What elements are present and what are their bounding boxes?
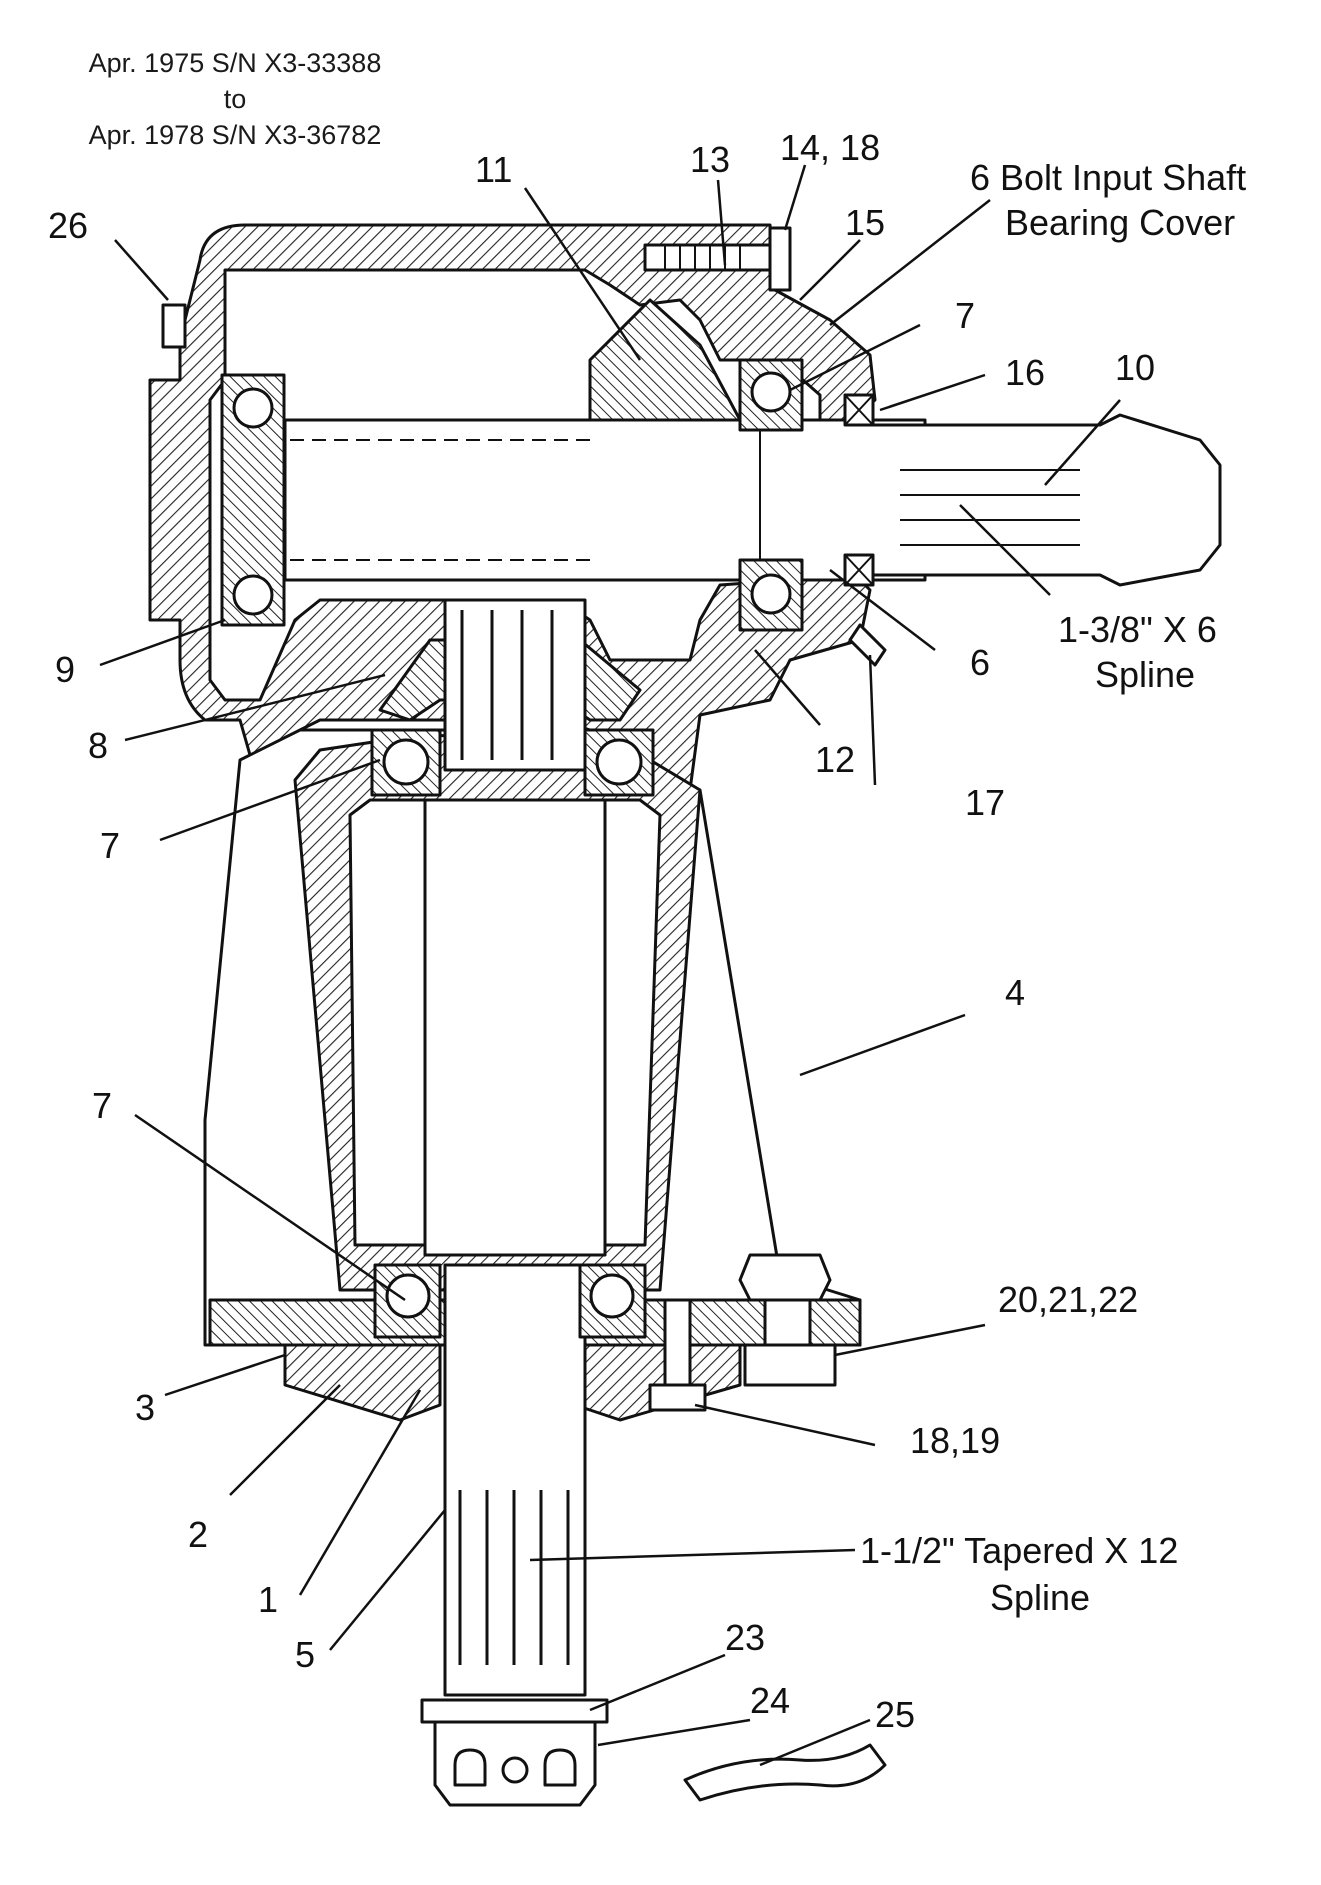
cover-bolt [643, 226, 792, 292]
callout-4: 4 [1005, 972, 1026, 1013]
output-spline-upper [460, 610, 554, 760]
callout-15: 15 [845, 202, 886, 243]
flange-bolt-head [743, 1343, 837, 1387]
callout-25: 25 [875, 1694, 916, 1735]
hex-plug [648, 1383, 707, 1412]
output-shaft-center [423, 798, 607, 1257]
breather-plug [161, 303, 187, 349]
callout-2: 2 [188, 1514, 209, 1555]
serial-range-to: to [223, 84, 247, 114]
callout-9: 9 [55, 649, 76, 690]
callout-17: 17 [965, 782, 1006, 823]
callout-11: 11 [475, 149, 513, 190]
note-bearing-cover-line2: Bearing Cover [1005, 202, 1236, 243]
flange-bolt-body [763, 1298, 812, 1347]
callout-12: 12 [815, 739, 856, 780]
callout-26: 26 [48, 205, 89, 246]
callout-7-top: 7 [955, 295, 976, 336]
note-output-spline-line1: 1-1/2" Tapered X 12 [860, 1530, 1179, 1571]
bearing-output-lower [373, 1263, 647, 1339]
input-seal-upper-x [844, 394, 874, 426]
note-bearing-cover-line1: 6 Bolt Input Shaft [970, 157, 1247, 198]
callout-5: 5 [295, 1634, 316, 1675]
cover-bolt-thread [664, 245, 741, 270]
serial-range-end: Apr. 1978 S/N X3-36782 [88, 120, 382, 150]
set-screw [663, 1298, 692, 1387]
output-spline-lower [458, 1490, 570, 1665]
flange-nut [738, 1253, 832, 1302]
callout-7-mid: 7 [100, 825, 121, 866]
serial-range-start: Apr. 1975 S/N X3-33388 [88, 48, 382, 78]
note-input-spline-line2: Spline [1095, 654, 1196, 695]
input-seal-lower-x [844, 554, 874, 586]
callout-1: 1 [258, 1579, 279, 1620]
callout-14-18: 14, 18 [780, 127, 881, 168]
leader-lines [99, 164, 1121, 1767]
callout-23: 23 [725, 1617, 766, 1658]
castle-nut-hole [501, 1756, 529, 1784]
bearing-left [220, 373, 286, 627]
callout-8: 8 [88, 725, 109, 766]
input-shaft [283, 418, 927, 582]
callout-16: 16 [1005, 352, 1046, 393]
callout-10: 10 [1115, 347, 1156, 388]
bearing-output-upper [370, 728, 655, 797]
callout-3: 3 [135, 1387, 156, 1428]
output-shaft [443, 598, 587, 772]
cotter-pin [683, 1743, 887, 1802]
input-spline-grooves [900, 469, 1080, 546]
grease-fitting [848, 623, 887, 667]
callout-18-19: 18,19 [910, 1420, 1001, 1461]
callout-7-low: 7 [92, 1085, 113, 1126]
note-output-spline-line2: Spline [990, 1577, 1091, 1618]
input-shaft-end [860, 413, 1222, 587]
callout-24: 24 [750, 1680, 791, 1721]
output-washer [420, 1698, 609, 1724]
callout-20-21-22: 20,21,22 [998, 1279, 1139, 1320]
bearing-input-right [738, 358, 804, 632]
callout-13: 13 [690, 139, 731, 180]
castle-nut-slots [453, 1748, 577, 1787]
note-input-spline-line1: 1-3/8" X 6 [1058, 609, 1217, 650]
bevel-pinion-gear [588, 298, 742, 422]
callout-6: 6 [970, 642, 991, 683]
